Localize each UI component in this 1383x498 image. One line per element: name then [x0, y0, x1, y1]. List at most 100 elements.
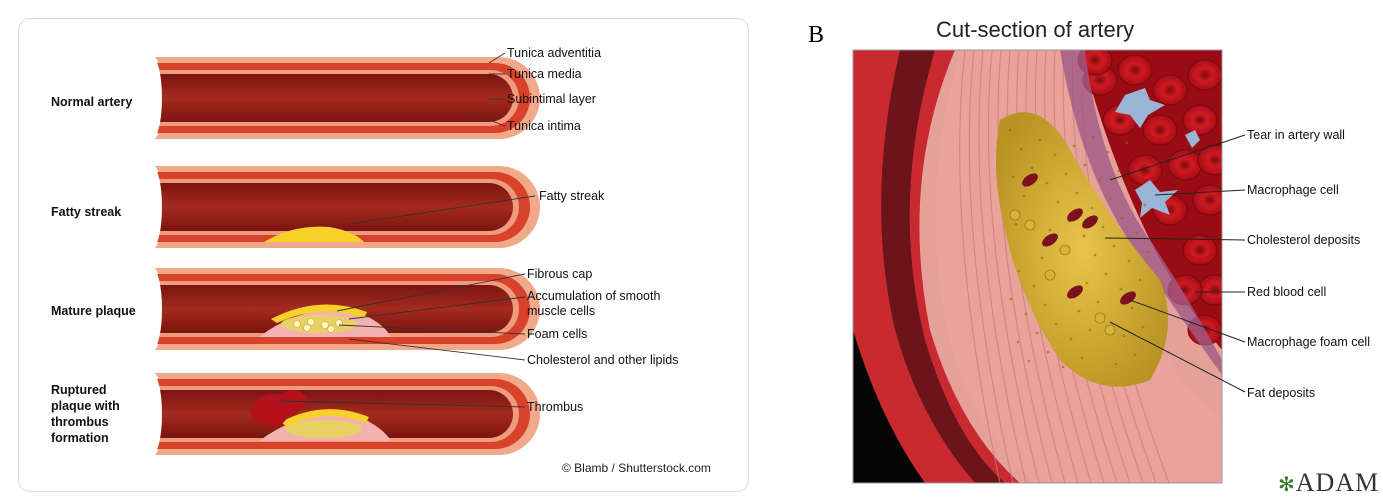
label-fat-deposits: Fat deposits: [1247, 386, 1315, 400]
muscle-fibre: [979, 50, 1026, 483]
callout-leader-line: [1110, 322, 1245, 392]
cholesterol-speckle: [1046, 182, 1049, 185]
cholesterol-speckle: [1147, 251, 1150, 254]
cholesterol-speckle: [1086, 282, 1089, 285]
adam-leaf-icon: ✻: [1278, 474, 1296, 496]
cholesterol-speckle: [1134, 354, 1137, 357]
foam-cell-core: [281, 315, 357, 333]
cholesterol-speckle: [1049, 229, 1052, 232]
vessel-exterior: [853, 330, 925, 483]
row-label-normal-artery: Normal artery: [51, 94, 151, 110]
macrophage-cell: [1185, 130, 1200, 148]
label-cholesterol-deposits: Cholesterol deposits: [1247, 233, 1360, 247]
muscle-fibre: [1045, 50, 1117, 483]
cholesterol-speckle: [1039, 139, 1042, 142]
panel-b-title: Cut-section of artery: [936, 17, 1134, 43]
cholesterol-speckle: [1068, 220, 1071, 223]
fat-deposit-droplet: [1105, 325, 1115, 335]
panel-a-artery-stages: Normal artery Fatty streak Mature plaque…: [18, 18, 749, 492]
macrophage-foam-cell: [1118, 289, 1138, 308]
cholesterol-speckle: [1092, 136, 1095, 139]
cholesterol-speckle: [1054, 154, 1057, 157]
fat-deposit-droplet: [1095, 313, 1105, 323]
ruptured-foam-core: [286, 420, 362, 438]
cholesterol-speckle: [1041, 257, 1044, 260]
foam-cell: [328, 326, 335, 333]
outer-artery-wall: [853, 50, 1020, 483]
label-red-blood-cell: Red blood cell: [1247, 285, 1326, 299]
cholesterol-speckle: [1078, 310, 1081, 313]
cholesterol-speckle: [1018, 270, 1021, 273]
cholesterol-speckle: [1025, 313, 1028, 316]
cholesterol-speckle: [1126, 142, 1129, 145]
callout-leader-line: [1155, 190, 1245, 195]
red-blood-cell: [1153, 75, 1187, 105]
muscle-fibre: [1035, 50, 1104, 483]
macrophage-foam-cell: [1040, 231, 1060, 250]
muscle-fibre-layer: [935, 50, 1222, 483]
cholesterol-speckle: [1023, 195, 1026, 198]
label-tunica-adventitia: Tunica adventitia: [507, 46, 601, 61]
red-blood-cell: [1188, 60, 1222, 90]
cholesterol-speckle: [1120, 288, 1123, 291]
label-tunica-intima: Tunica intima: [507, 119, 581, 134]
cholesterol-speckle: [1020, 148, 1023, 151]
macrophage-foam-cell: [1080, 213, 1100, 232]
cholesterol-speckle: [1121, 217, 1124, 220]
red-blood-cell: [1183, 105, 1217, 135]
label-fatty-streak: Fatty streak: [539, 189, 604, 204]
foam-cell: [304, 325, 311, 332]
cholesterol-speckle: [1017, 341, 1020, 344]
label-tunica-media: Tunica media: [507, 67, 582, 82]
cholesterol-speckle: [1107, 151, 1110, 154]
label-macrophage-cell: Macrophage cell: [1247, 183, 1339, 197]
red-blood-cell: [1188, 315, 1222, 345]
cholesterol-speckle: [1010, 298, 1013, 301]
macrophage-cell: [1135, 180, 1178, 218]
label-tear-artery-wall: Tear in artery wall: [1247, 128, 1345, 142]
cholesterol-speckle: [1123, 335, 1126, 338]
cholesterol-speckle: [1083, 235, 1086, 238]
red-blood-cell: [1083, 65, 1117, 95]
label-subintimal-layer: Subintimal layer: [507, 92, 596, 107]
cholesterol-speckle: [1110, 198, 1113, 201]
macrophage-foam-cell: [1020, 171, 1040, 190]
blood-lumen: [1080, 50, 1222, 350]
muscle-fibre: [1082, 50, 1169, 483]
red-blood-cell: [1183, 235, 1217, 265]
red-blood-cell: [1168, 150, 1202, 180]
cholesterol-speckle: [1044, 304, 1047, 307]
red-blood-cell: [1143, 115, 1177, 145]
cholesterol-speckle: [1113, 245, 1116, 248]
foam-cell: [294, 321, 301, 328]
red-blood-cell: [1103, 105, 1137, 135]
red-blood-cell: [1118, 55, 1152, 85]
cholesterol-speckle: [1131, 307, 1134, 310]
cholesterol-speckle: [1142, 326, 1145, 329]
plaque-border: [1060, 50, 1222, 375]
red-blood-cell: [1128, 155, 1162, 185]
fat-deposit-droplet: [1045, 270, 1055, 280]
callout-leader-line: [1130, 300, 1245, 342]
cholesterol-speckle: [1065, 173, 1068, 176]
cholesterol-speckle: [1139, 279, 1142, 282]
fat-deposit-droplet: [1010, 210, 1020, 220]
red-blood-cell: [1198, 145, 1232, 175]
red-blood-cell: [1153, 195, 1187, 225]
muscle-fibre: [969, 50, 1013, 483]
cholesterol-speckle: [1144, 204, 1147, 207]
cholesterol-speckle: [1097, 301, 1100, 304]
cholesterol-speckle: [1084, 164, 1087, 167]
muscle-fibre: [1017, 50, 1078, 483]
callout-leader-line: [1105, 238, 1245, 240]
label-thrombus: Thrombus: [527, 400, 583, 415]
cholesterol-speckle: [1015, 223, 1018, 226]
label-foam-cells: Foam cells: [527, 327, 587, 342]
cholesterol-speckle: [1076, 192, 1079, 195]
foam-cell: [322, 322, 329, 329]
callout-leader-line: [1110, 135, 1245, 180]
label-cholesterol-lipids: Cholesterol and other lipids: [527, 353, 678, 368]
copyright-notice: © Blamb / Shutterstock.com: [562, 461, 711, 475]
muscle-fibre: [998, 50, 1052, 483]
cholesterol-speckle: [1009, 129, 1012, 132]
